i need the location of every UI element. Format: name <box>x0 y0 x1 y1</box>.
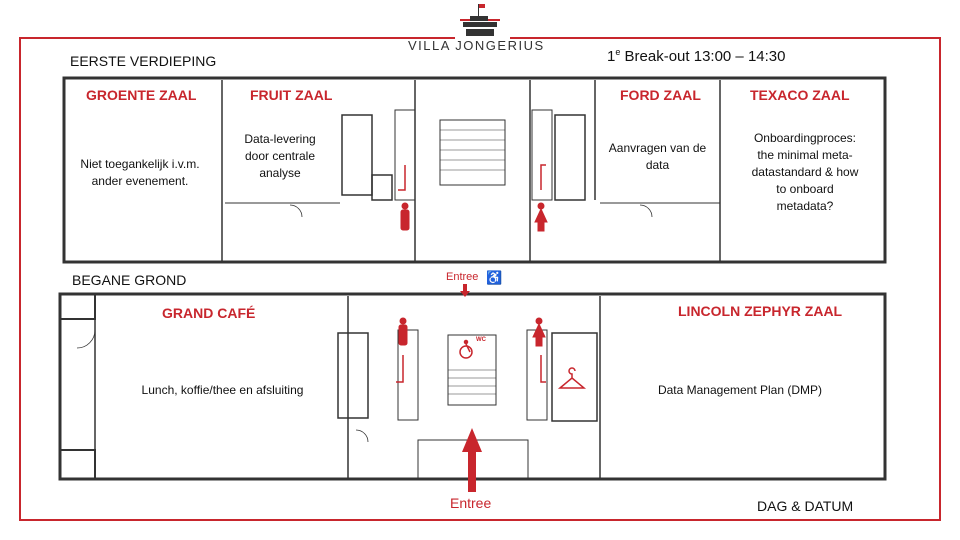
side-entrance-arrow-icon <box>460 284 470 297</box>
slide-frame <box>19 37 941 521</box>
wheelchair-access-icon: ♿ <box>486 270 503 285</box>
ground-floor-label: BEGANE GROND <box>72 272 187 288</box>
men-toilet-icon <box>398 317 408 346</box>
route-arrow-icon <box>540 355 546 383</box>
main-entrance-arrow-icon <box>462 428 482 492</box>
route-arrow-icon <box>398 165 406 191</box>
wayfinding-marks <box>396 164 587 492</box>
room-lincoln-zephyr-zaal: LINCOLN ZEPHYR ZAAL <box>678 303 843 319</box>
route-arrow-icon <box>396 355 404 383</box>
room-grand-cafe: GRAND CAFÉ <box>162 305 256 321</box>
room-grand-cafe-desc: Lunch, koffie/thee en afsluiting <box>141 383 304 397</box>
women-toilet-icon <box>532 317 546 347</box>
wc-label: WC <box>476 337 486 343</box>
room-fruit-zaal: FRUIT ZAAL <box>250 87 333 103</box>
upper-floor-plan <box>62 76 887 264</box>
session-number: 1 <box>607 48 616 65</box>
women-toilet-icon <box>534 202 548 232</box>
session-title: 1e Break-out 13:00 – 14:30 <box>607 47 785 65</box>
date-label: DAG & DATUM <box>757 498 854 514</box>
upper-floor-label: EERSTE VERDIEPING <box>70 53 217 69</box>
room-groente-zaal: GROENTE ZAAL <box>86 87 197 103</box>
men-toilet-icon <box>400 202 410 231</box>
brand-name: VILLA JONGERIUS <box>408 38 545 53</box>
main-entrance-label: Entree <box>450 495 492 511</box>
room-texaco-zaal: TEXACO ZAAL <box>750 87 850 103</box>
route-arrow-icon <box>540 164 546 190</box>
coat-hanger-icon <box>557 367 587 389</box>
room-groente-desc: Niet toegankelijk i.v.m.ander evenement. <box>80 157 200 188</box>
wheelchair-wc-icon <box>459 339 473 359</box>
session-time: Break-out 13:00 – 14:30 <box>624 48 786 65</box>
room-ford-zaal: FORD ZAAL <box>620 87 701 103</box>
villa-logo-icon <box>460 4 500 36</box>
room-texaco-desc: Onboardingproces:the minimal meta-datast… <box>751 131 859 213</box>
side-entrance-label: Entree <box>446 271 479 283</box>
room-lincoln-desc: Data Management Plan (DMP) <box>657 383 823 397</box>
session-ordinal: e <box>615 47 621 57</box>
